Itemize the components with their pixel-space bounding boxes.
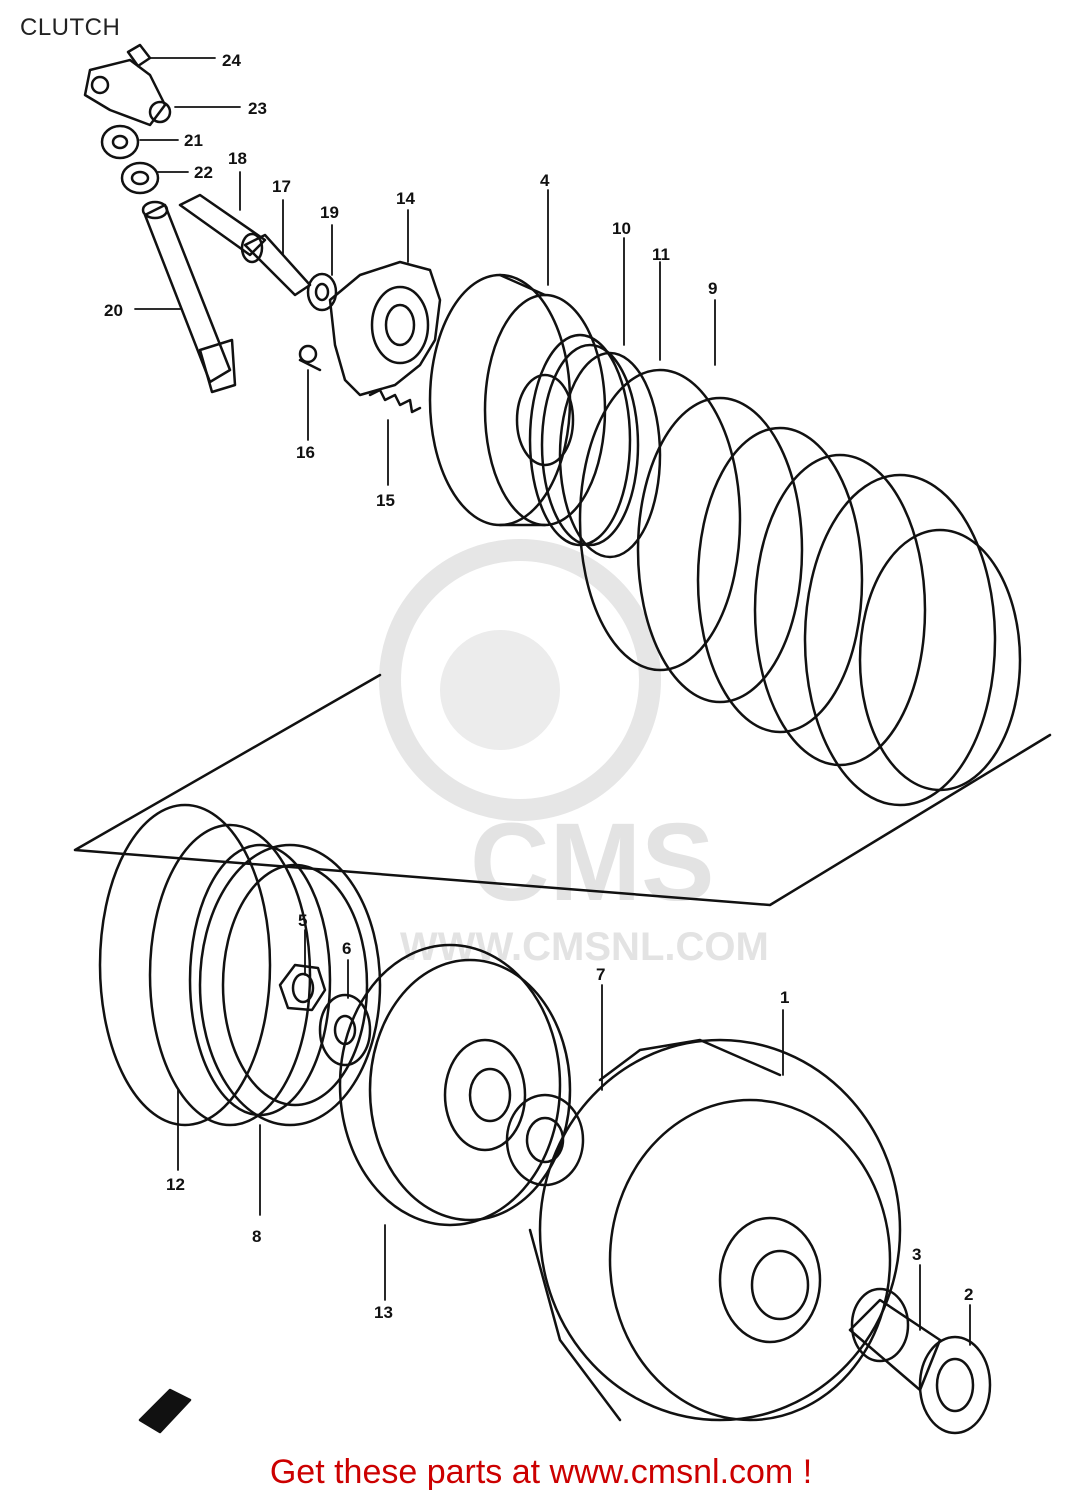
cushion-ring-10-11	[528, 333, 662, 559]
callout-labels: 1 2 3 4 5 6 7 8 9 10 11 12 13 14 15 16 1…	[104, 51, 973, 1322]
callout-4: 4	[540, 171, 550, 190]
push-rod-18-17	[178, 193, 312, 297]
callout-6: 6	[342, 939, 351, 958]
callout-9: 9	[708, 279, 717, 298]
callout-3: 3	[912, 1245, 921, 1264]
nut-5	[278, 963, 327, 1012]
release-shaft-20	[141, 200, 237, 394]
callout-22: 22	[194, 163, 213, 182]
callout-1: 1	[780, 988, 789, 1007]
pressure-plate-14	[328, 260, 442, 397]
front-direction-arrow	[138, 1388, 192, 1434]
callout-14: 14	[396, 189, 415, 208]
plate-stack-9	[578, 368, 1022, 807]
callout-15: 15	[376, 491, 395, 510]
sleeve-hub-4	[428, 273, 607, 527]
spring-15	[368, 388, 422, 414]
spacer-3	[848, 1287, 942, 1392]
release-lever-24	[83, 43, 172, 127]
callout-21: 21	[184, 131, 203, 150]
callout-5: 5	[298, 911, 307, 930]
callout-8: 8	[252, 1227, 261, 1246]
diagram-title: CLUTCH	[20, 14, 121, 41]
callout-12: 12	[166, 1175, 185, 1194]
callout-2: 2	[964, 1285, 973, 1304]
washer-21-22	[100, 124, 160, 195]
callout-24: 24	[222, 51, 241, 70]
callout-13: 13	[374, 1303, 393, 1322]
assembly-frame	[73, 673, 1052, 907]
clutch-hub-13	[338, 943, 572, 1227]
driven-plate-8	[198, 843, 382, 1127]
bolt-16	[298, 344, 322, 372]
callout-11: 11	[652, 245, 670, 264]
callout-23: 23	[248, 99, 267, 118]
callout-18: 18	[228, 149, 247, 168]
clutch-housing-1	[528, 1038, 902, 1422]
watermark-mascot-face	[440, 630, 560, 750]
bearing-19	[306, 272, 338, 312]
watermark-logo-text: CMS	[470, 801, 714, 924]
leader-lines	[134, 57, 971, 1346]
footer-link-text[interactable]: Get these parts at www.cmsnl.com !	[269, 1453, 813, 1491]
plate-stack-12	[98, 803, 332, 1127]
callout-10: 10	[612, 219, 631, 238]
callout-7: 7	[596, 965, 605, 984]
washer-2	[918, 1335, 992, 1435]
callout-20: 20	[104, 301, 123, 320]
callout-16: 16	[296, 443, 315, 462]
thrust-washer-7	[505, 1093, 585, 1187]
callout-17: 17	[272, 177, 291, 196]
watermark-mascot-ring	[379, 539, 661, 821]
watermark: CMS WWW.CMSNL.COM	[379, 539, 769, 969]
callout-19: 19	[320, 203, 339, 222]
